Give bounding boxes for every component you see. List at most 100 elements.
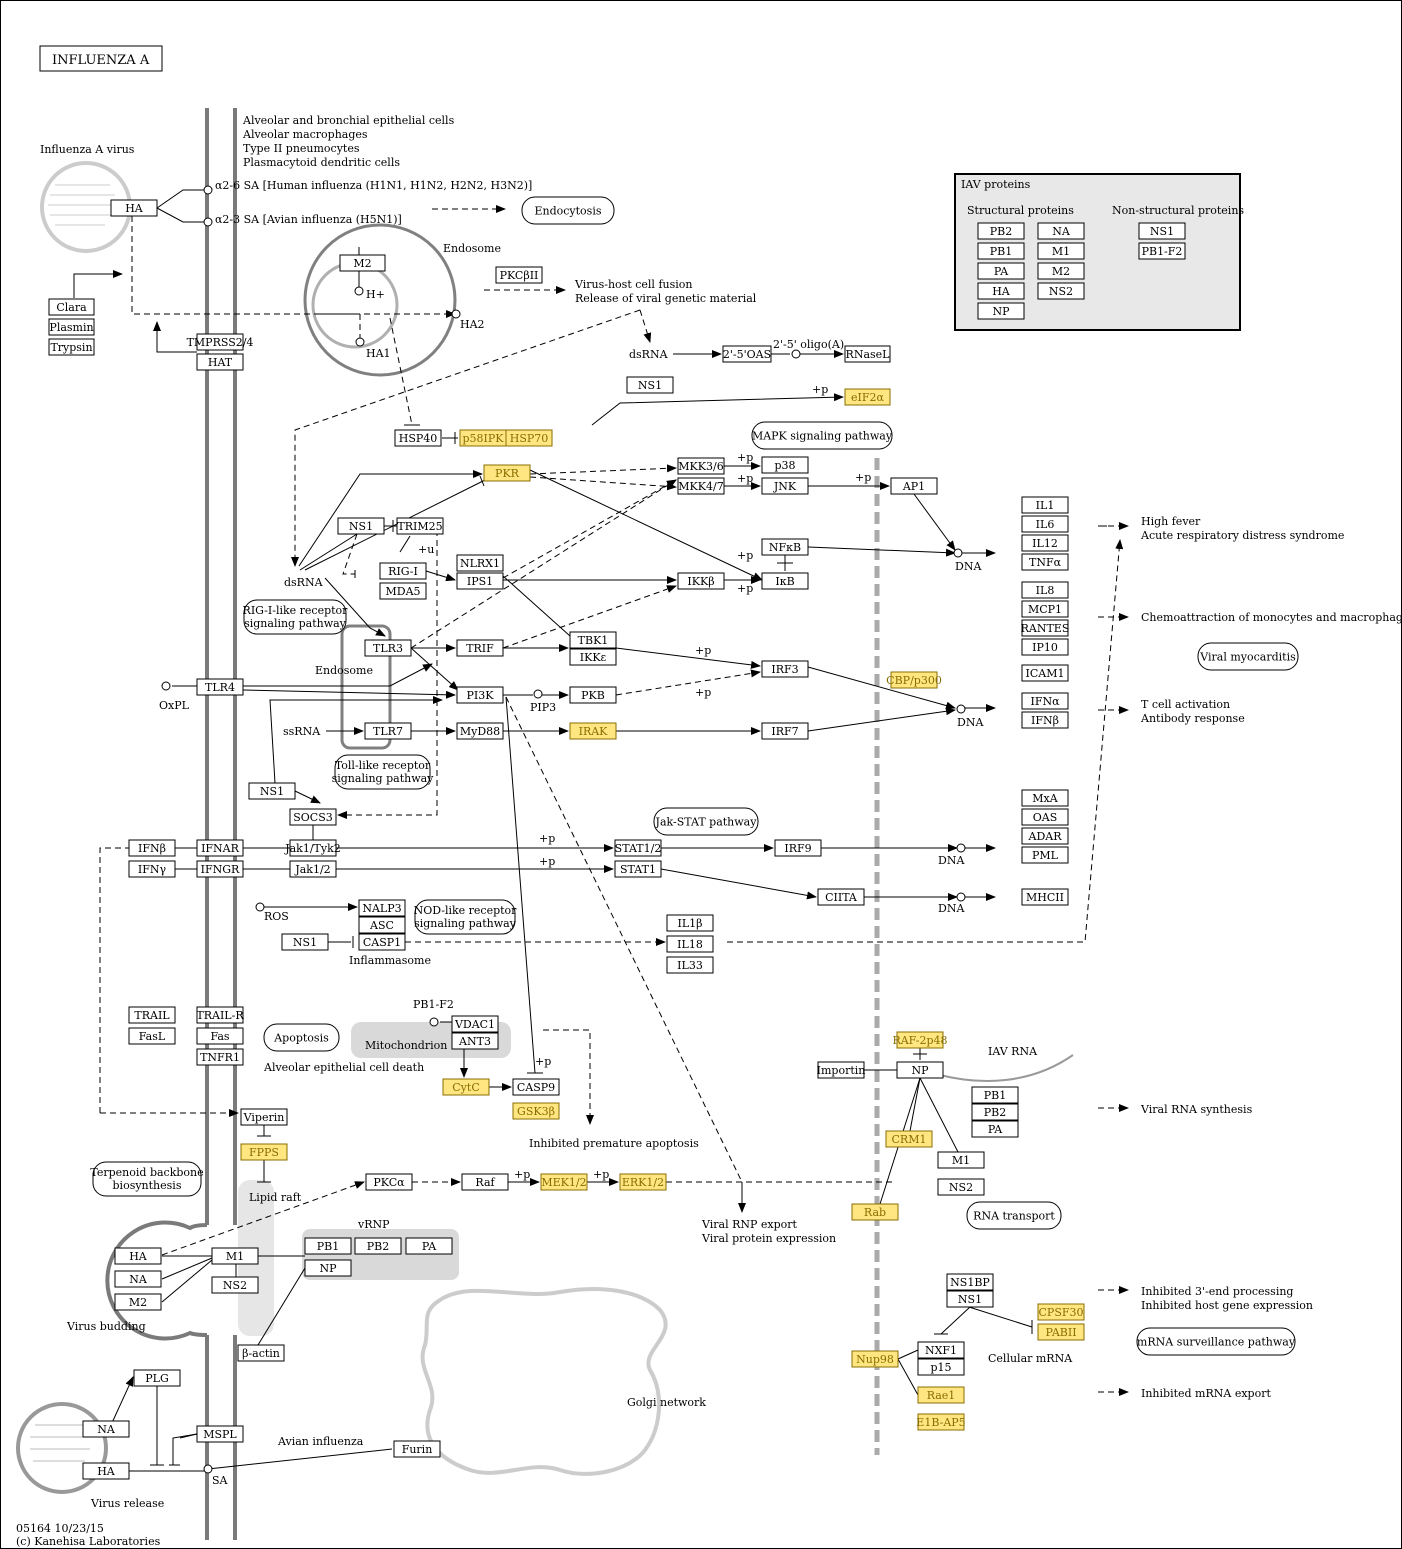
node-pb2-v[interactable]: PB2 (354, 1237, 402, 1255)
node-pml[interactable]: PML (1021, 846, 1069, 864)
node-p58ipk[interactable]: p58IPK (459, 429, 507, 447)
node-ha-rel[interactable]: HA (82, 1462, 130, 1480)
node-mspl[interactable]: MSPL (196, 1425, 244, 1443)
node-mcp1[interactable]: MCP1 (1021, 600, 1069, 618)
node-jak12[interactable]: Jak1/2 (289, 860, 337, 878)
node-trailr[interactable]: TRAIL-R (196, 1006, 244, 1024)
node-tbk1[interactable]: TBK1 (569, 631, 617, 649)
node-casp1[interactable]: CASP1 (358, 933, 406, 951)
node-ifnar[interactable]: IFNAR (196, 839, 244, 857)
node-irak[interactable]: IRAK (569, 722, 617, 740)
node-rnasel[interactable]: RNaseL (844, 345, 891, 363)
node-icam1[interactable]: ICAM1 (1021, 664, 1069, 682)
node-oas[interactable]: 2'-5'OAS (722, 345, 772, 363)
node-plasmin[interactable]: Plasmin (48, 318, 95, 336)
node-e1bap5[interactable]: E1B-AP5 (916, 1413, 966, 1431)
node-ifnb-out[interactable]: IFNβ (1021, 711, 1069, 729)
node-raf[interactable]: Raf (461, 1173, 509, 1191)
node-myd88[interactable]: MyD88 (456, 722, 504, 740)
node-tlr3[interactable]: TLR3 (364, 639, 412, 657)
node-ns1bp[interactable]: NS1BP (946, 1273, 994, 1291)
node-vdac1[interactable]: VDAC1 (451, 1015, 499, 1033)
node-ips1[interactable]: IPS1 (456, 572, 504, 590)
node-fasl[interactable]: FasL (128, 1027, 176, 1045)
node-ns1-inf[interactable]: NS1 (281, 933, 329, 951)
node-adar[interactable]: ADAR (1021, 827, 1069, 845)
node-rantes[interactable]: RANTES (1021, 619, 1070, 637)
node-bactin[interactable]: β-actin (237, 1344, 285, 1362)
node-rab[interactable]: Rab (851, 1203, 899, 1221)
node-pb1-v[interactable]: PB1 (304, 1237, 352, 1255)
node-ikb[interactable]: IκB (761, 572, 809, 590)
node-irf3[interactable]: IRF3 (761, 660, 809, 678)
node-ikke[interactable]: IKKε (569, 648, 617, 666)
node-hsp40[interactable]: HSP40 (394, 429, 442, 447)
node-trail[interactable]: TRAIL (128, 1006, 176, 1024)
node-nup98[interactable]: Nup98 (851, 1350, 899, 1368)
node-il1[interactable]: IL1 (1021, 496, 1069, 514)
node-gsk3b[interactable]: GSK3β (512, 1102, 560, 1120)
node-tnfa[interactable]: TNFα (1021, 553, 1069, 571)
node-rae1[interactable]: Rae1 (917, 1386, 965, 1404)
node-mkk36[interactable]: MKK3/6 (677, 457, 725, 475)
node-pb1-n[interactable]: PB1 (971, 1086, 1019, 1104)
node-ap1[interactable]: AP1 (890, 477, 938, 495)
node-plg[interactable]: PLG (133, 1369, 181, 1387)
node-hat[interactable]: HAT (196, 353, 244, 371)
pathway-link-apoptosis[interactable]: Apoptosis (263, 1023, 340, 1052)
node-pi3k[interactable]: PI3K (456, 686, 504, 704)
node-pkr[interactable]: PKR (483, 464, 531, 482)
node-np-nuc[interactable]: NP (896, 1061, 944, 1079)
node-pa-v[interactable]: PA (405, 1237, 453, 1255)
node-tlr7[interactable]: TLR7 (364, 722, 412, 740)
node-pabii[interactable]: PABII (1037, 1323, 1085, 1341)
node-importin[interactable]: Importin (817, 1061, 866, 1079)
node-ifng[interactable]: IFNγ (128, 860, 176, 878)
node-cpsf30[interactable]: CPSF30 (1037, 1303, 1085, 1321)
node-ns2-bud[interactable]: NS2 (211, 1276, 259, 1294)
node-m2-bud[interactable]: M2 (114, 1293, 162, 1311)
node-mda5[interactable]: MDA5 (379, 582, 427, 600)
node-fpps[interactable]: FPPS (240, 1143, 288, 1161)
node-il8[interactable]: IL8 (1021, 581, 1069, 599)
node-fas[interactable]: Fas (196, 1027, 244, 1045)
node-il12[interactable]: IL12 (1021, 534, 1069, 552)
node-il1b[interactable]: IL1β (666, 914, 714, 932)
node-irf9[interactable]: IRF9 (774, 839, 822, 857)
node-trif[interactable]: TRIF (456, 639, 504, 657)
node-na-rel[interactable]: NA (82, 1420, 130, 1438)
pathway-link-viral-myo[interactable]: Viral myocarditis (1197, 642, 1299, 671)
node-pkcbii[interactable]: PKCβII (495, 266, 543, 284)
node-cytc[interactable]: CytC (442, 1078, 490, 1096)
node-socs3[interactable]: SOCS3 (289, 808, 337, 826)
node-ha-bud[interactable]: HA (114, 1247, 162, 1265)
node-mkk47[interactable]: MKK4/7 (677, 477, 725, 495)
node-furin[interactable]: Furin (393, 1440, 441, 1458)
node-p15[interactable]: p15 (917, 1358, 965, 1376)
node-mxa[interactable]: MxA (1021, 789, 1069, 807)
node-p38[interactable]: p38 (761, 456, 809, 474)
node-ns2-n[interactable]: NS2 (937, 1178, 985, 1196)
node-il33[interactable]: IL33 (666, 956, 714, 974)
node-nlrx1[interactable]: NLRX1 (456, 554, 504, 572)
node-ciita[interactable]: CIITA (817, 888, 865, 906)
node-trypsin[interactable]: Trypsin (48, 338, 95, 356)
node-mhcii[interactable]: MHCII (1021, 888, 1069, 906)
node-irf7[interactable]: IRF7 (761, 722, 809, 740)
node-jak1tyk2[interactable]: Jak1/Tyk2 (284, 839, 341, 857)
node-il18[interactable]: IL18 (666, 935, 714, 953)
node-ifna[interactable]: IFNα (1021, 692, 1069, 710)
pathway-link-jakstat[interactable]: Jak-STAT pathway (653, 807, 759, 836)
node-nfkb[interactable]: NFκB (761, 538, 809, 556)
node-ifnb[interactable]: IFNβ (128, 839, 176, 857)
node-il6[interactable]: IL6 (1021, 515, 1069, 533)
node-m2[interactable]: M2 (339, 254, 386, 272)
node-viperin[interactable]: Viperin (240, 1108, 288, 1126)
node-nalp3[interactable]: NALP3 (358, 899, 406, 917)
pathway-link-mapk[interactable]: MAPK signaling pathway (751, 421, 893, 450)
node-m1-n[interactable]: M1 (937, 1151, 985, 1169)
node-clara[interactable]: Clara (48, 298, 95, 316)
